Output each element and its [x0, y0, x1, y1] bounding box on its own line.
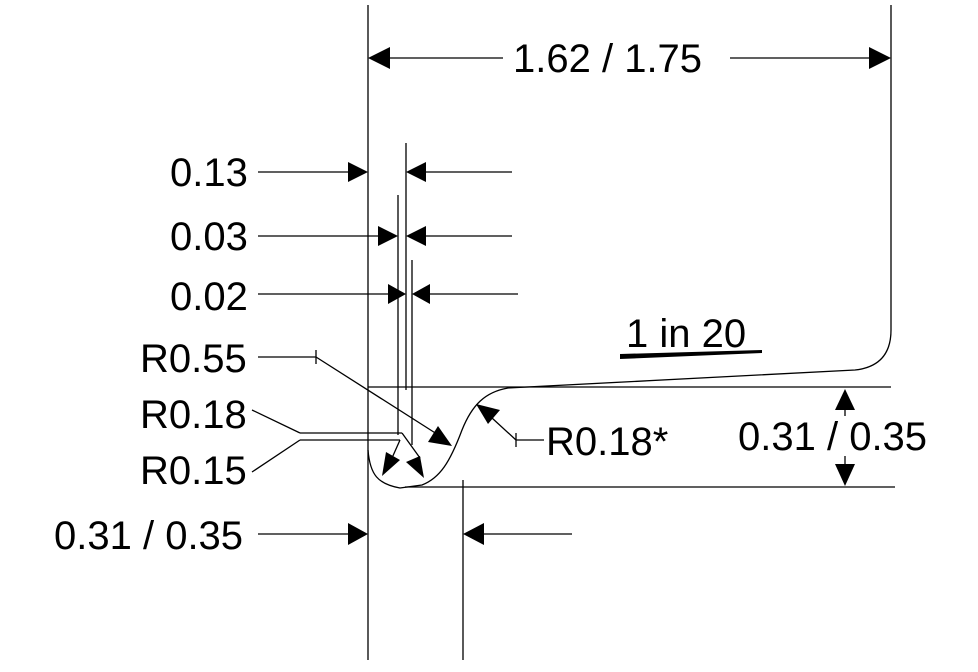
profile-outline	[367, 5, 895, 660]
dimension-0-13-label: 0.13	[170, 151, 248, 195]
overall-width-label: 1.62 / 1.75	[513, 37, 702, 81]
overall-width-dimension: 1.62 / 1.75	[368, 37, 891, 81]
radius-0-55-label: R0.55	[140, 337, 247, 381]
height-dimension: 0.31 / 0.35	[738, 389, 927, 486]
bottom-width-dimension: 0.31 / 0.35	[54, 514, 572, 558]
dimension-0-03: 0.03	[170, 215, 512, 259]
slope-annotation: 1 in 20	[620, 312, 762, 359]
dimension-0-13: 0.13	[170, 151, 512, 195]
radius-0-18-leader: R0.18	[140, 393, 424, 478]
radius-0-18-label: R0.18	[140, 393, 247, 437]
slope-label: 1 in 20	[626, 312, 746, 356]
bottom-width-label: 0.31 / 0.35	[54, 514, 243, 558]
dimension-0-02: 0.02	[170, 275, 518, 319]
radius-0-15-label: R0.15	[140, 449, 247, 493]
radius-0-18-star-label: R0.18*	[546, 420, 668, 464]
radius-0-55-leader: R0.55	[140, 337, 452, 446]
radius-0-18-star-leader: R0.18*	[476, 404, 668, 464]
dimension-0-02-label: 0.02	[170, 275, 248, 319]
radius-0-15-leader: R0.15	[140, 439, 401, 493]
dimension-0-03-label: 0.03	[170, 215, 248, 259]
height-label: 0.31 / 0.35	[738, 415, 927, 459]
